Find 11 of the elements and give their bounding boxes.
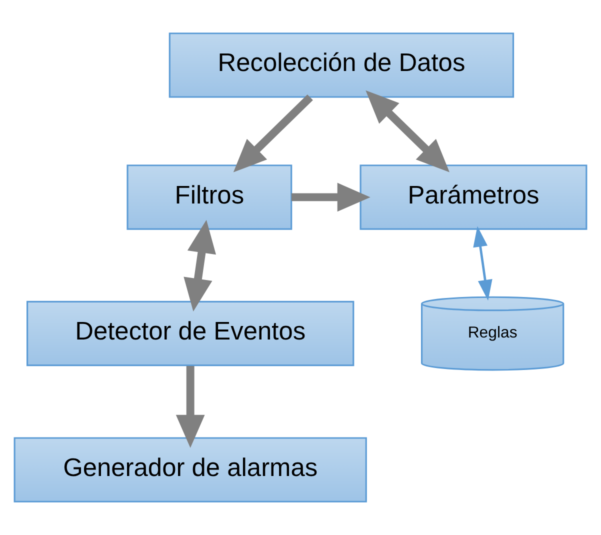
node-box: Filtros xyxy=(126,164,292,230)
arrow xyxy=(176,366,205,448)
arrow xyxy=(184,220,216,312)
arrow xyxy=(366,90,450,172)
node-box: Parámetros xyxy=(360,164,588,230)
arrow xyxy=(291,182,370,212)
arrow xyxy=(473,226,492,301)
node-box: Recolección de Datos xyxy=(168,32,514,98)
node-box: Generador de alarmas xyxy=(14,437,367,502)
arrow xyxy=(233,94,313,172)
node-box: Detector de Eventos xyxy=(26,300,354,366)
